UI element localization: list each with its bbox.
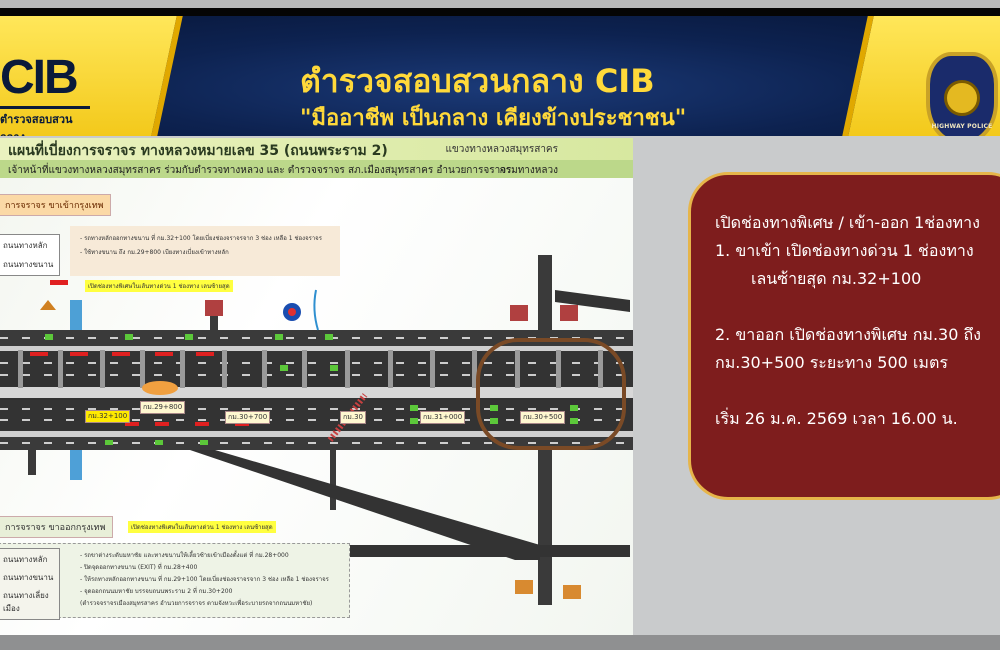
map-title: แผนที่เบี่ยงการจราจร ทางหลวงหมายเลข 35 (… [0, 138, 633, 160]
note-line: - จุดออกถนนมหาชัย บรรจบถนนพระราม 2 ที่ ก… [80, 588, 233, 595]
top-bar [0, 8, 1000, 16]
inbound-legend: ถนนทางหลัก ถนนทางขนาน [0, 234, 60, 276]
outbound-tag: การจราจร ขาออกกรุงเทพ [0, 516, 113, 538]
header-slogan: "มืออาชีพ เป็นกลาง เคียงข้างประชาชน" [300, 106, 687, 131]
legend-item: ถนนทางขนาน [3, 260, 54, 269]
top-strip [0, 0, 1000, 8]
note-line: - ใช้ทางขนาน ถึง กม.29+800 เบียงทางเบี่ย… [80, 249, 229, 256]
announcement-panel: เปิดช่องทางพิเศษ / เข้า-ออก 1ช่องทาง 1. … [688, 172, 1000, 500]
panel-item1-line1: 1. ขาเข้า เปิดช่องทางด่วน 1 ช่องทาง [715, 241, 974, 260]
map-subtitle: เจ้าหน้าที่แขวงทางหลวงสมุทรสาคร ร่วมกับต… [0, 160, 633, 178]
inbound-tag: การจราจร ขาเข้ากรุงเทพ [0, 194, 111, 216]
bottom-strip [0, 635, 1000, 650]
badge-text: HIGHWAY POLICE [931, 123, 993, 130]
map-label: กม.29+800 [140, 401, 186, 414]
header-banner: CIB ตำรวจสอบสวนกลาง ตำรวจสอบสวนกลาง CIB … [0, 16, 1000, 136]
outbound-notes: - รถขาต่างระดับมหาชัย และทางขนานให้เลี้ย… [70, 544, 355, 616]
legend-item: ถนนทางหลัก [3, 555, 48, 564]
header-title: ตำรวจสอบสวนกลาง CIB [300, 62, 655, 100]
panel-item1-line2: เลนซ้ายสุด กม.32+100 [751, 269, 922, 288]
note-line: - ปิดจุดออกทางขนาน (EXIT) ที่ กม.28+400 [80, 564, 198, 571]
map-title-text: แผนที่เบี่ยงการจราจร ทางหลวงหมายเลข 35 (… [8, 143, 388, 159]
legend-item: ถนนทางขนาน [3, 573, 54, 582]
panel-item2-line1: 2. ขาออก เปิดช่องทางพิเศษ กม.30 ถึง [715, 325, 981, 344]
note-line: - รถทางหลักออกทางขนาน ที่ กม.32+100 โดยเ… [80, 235, 322, 242]
road-diagram [0, 255, 633, 605]
highway-police-badge-icon: HIGHWAY POLICE [926, 52, 998, 136]
outbound-legend: ถนนทางหลัก ถนนทางขนาน ถนนทางเลี่ยงเมือง [0, 548, 60, 620]
legend-item: ถนนทางเลี่ยงเมือง [3, 591, 49, 613]
note-line: - รถขาต่างระดับมหาชัย และทางขนานให้เลี้ย… [80, 552, 289, 559]
panel-item2-line2: กม.30+500 ระยะทาง 500 เมตร [715, 353, 948, 372]
inbound-notes: - รถทางหลักออกทางขนาน ที่ กม.32+100 โดยเ… [70, 226, 350, 266]
map-subtitle-text: เจ้าหน้าที่แขวงทางหลวงสมุทรสาคร ร่วมกับต… [8, 165, 512, 176]
map-title-right: แขวงทางหลวงสมุทรสาคร [445, 144, 558, 155]
traffic-diversion-map: แผนที่เบี่ยงการจราจร ทางหลวงหมายเลข 35 (… [0, 138, 633, 635]
cib-logo-subtitle: ตำรวจสอบสวนกลาง [0, 106, 90, 136]
panel-heading: เปิดช่องทางพิเศษ / เข้า-ออก 1ช่องทาง [715, 213, 980, 232]
cib-logo: CIB [0, 51, 79, 104]
outbound-highlight: เปิดช่องทางพิเศษในเส้นทางด่วน 1 ช่องทาง … [128, 521, 276, 533]
inbound-highlight: เปิดช่องทางพิเศษในเส้นทางด่วน 1 ช่องทาง … [85, 280, 233, 292]
map-subtitle-right: กรมทางหลวง [499, 165, 558, 176]
inbound-note-bg [70, 226, 340, 276]
note-line: (ตำรวจจราจรเมืองสมุทรสาคร อำนวยการจราจร … [80, 600, 313, 607]
map-label: กม.30 [340, 411, 366, 424]
map-label: กม.32+100 [85, 410, 131, 423]
badge-emblem-icon [944, 80, 980, 116]
panel-start-date: เริ่ม 26 ม.ค. 2569 เวลา 16.00 น. [715, 409, 958, 428]
note-line: - ให้รถทางหลักออกทางขนาน ที่ กม.29+100 โ… [80, 576, 329, 583]
map-label: กม.30+700 [225, 411, 271, 424]
map-label: กม.30+500 [520, 411, 566, 424]
map-label: กม.31+000 [420, 411, 466, 424]
legend-item: ถนนทางหลัก [3, 241, 48, 250]
